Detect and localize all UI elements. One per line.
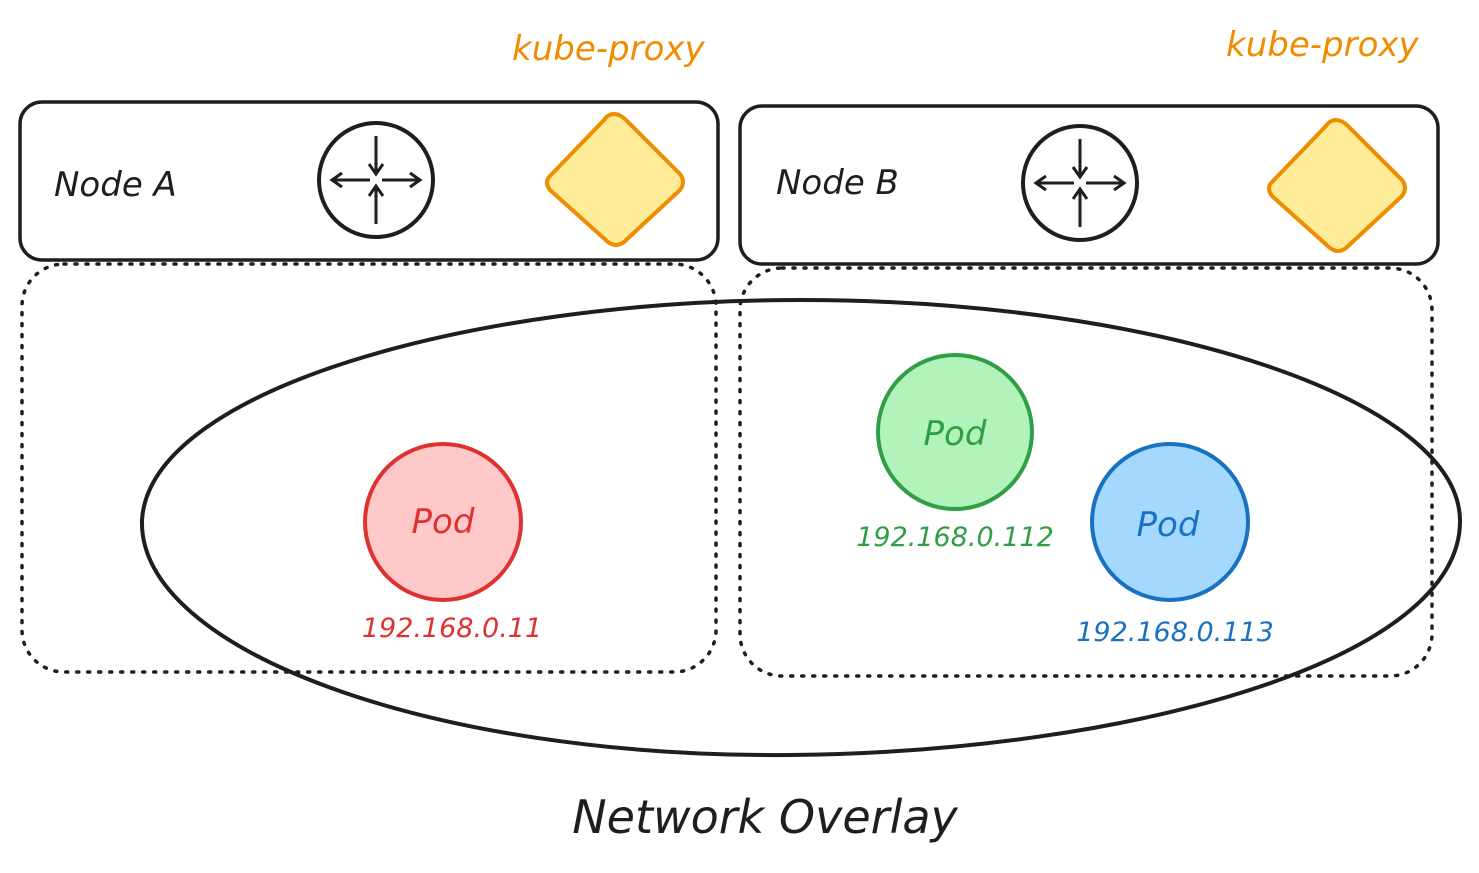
router-icon (317, 121, 435, 239)
diamond-icon (545, 112, 685, 247)
pod-circle (363, 442, 523, 602)
pod-ip-label: 192.168.0.112 (856, 522, 1054, 553)
pod-label: Pod (412, 502, 475, 542)
pod-blue[interactable]: Pod (1090, 442, 1250, 602)
node-a-label: Node A (54, 165, 177, 205)
node-a[interactable]: Node A (18, 100, 720, 262)
node-a-kube-proxy-label: kube-proxy (512, 29, 705, 69)
node-b-box (738, 104, 1440, 266)
diamond-icon (1267, 118, 1407, 253)
pod-green[interactable]: Pod (876, 353, 1034, 511)
node-b-label: Node B (776, 163, 899, 203)
network-overlay-label: Network Overlay (572, 790, 958, 844)
pod-ip-label: 192.168.0.113 (1076, 617, 1274, 648)
node-b-pod-area (738, 266, 1434, 678)
pod-ip-label: 192.168.0.11 (362, 613, 542, 644)
node-a-pod-area (20, 262, 718, 674)
node-b[interactable]: Node B (738, 104, 1440, 266)
node-b-kube-proxy-label: kube-proxy (1226, 25, 1419, 65)
pod-circle (876, 353, 1034, 511)
pod-red[interactable]: Pod (363, 442, 523, 602)
pod-circle (1090, 442, 1250, 602)
pod-label: Pod (924, 414, 987, 454)
pod-label: Pod (1137, 505, 1200, 545)
router-icon (1021, 124, 1139, 242)
network-overlay-ellipse (139, 297, 1463, 758)
